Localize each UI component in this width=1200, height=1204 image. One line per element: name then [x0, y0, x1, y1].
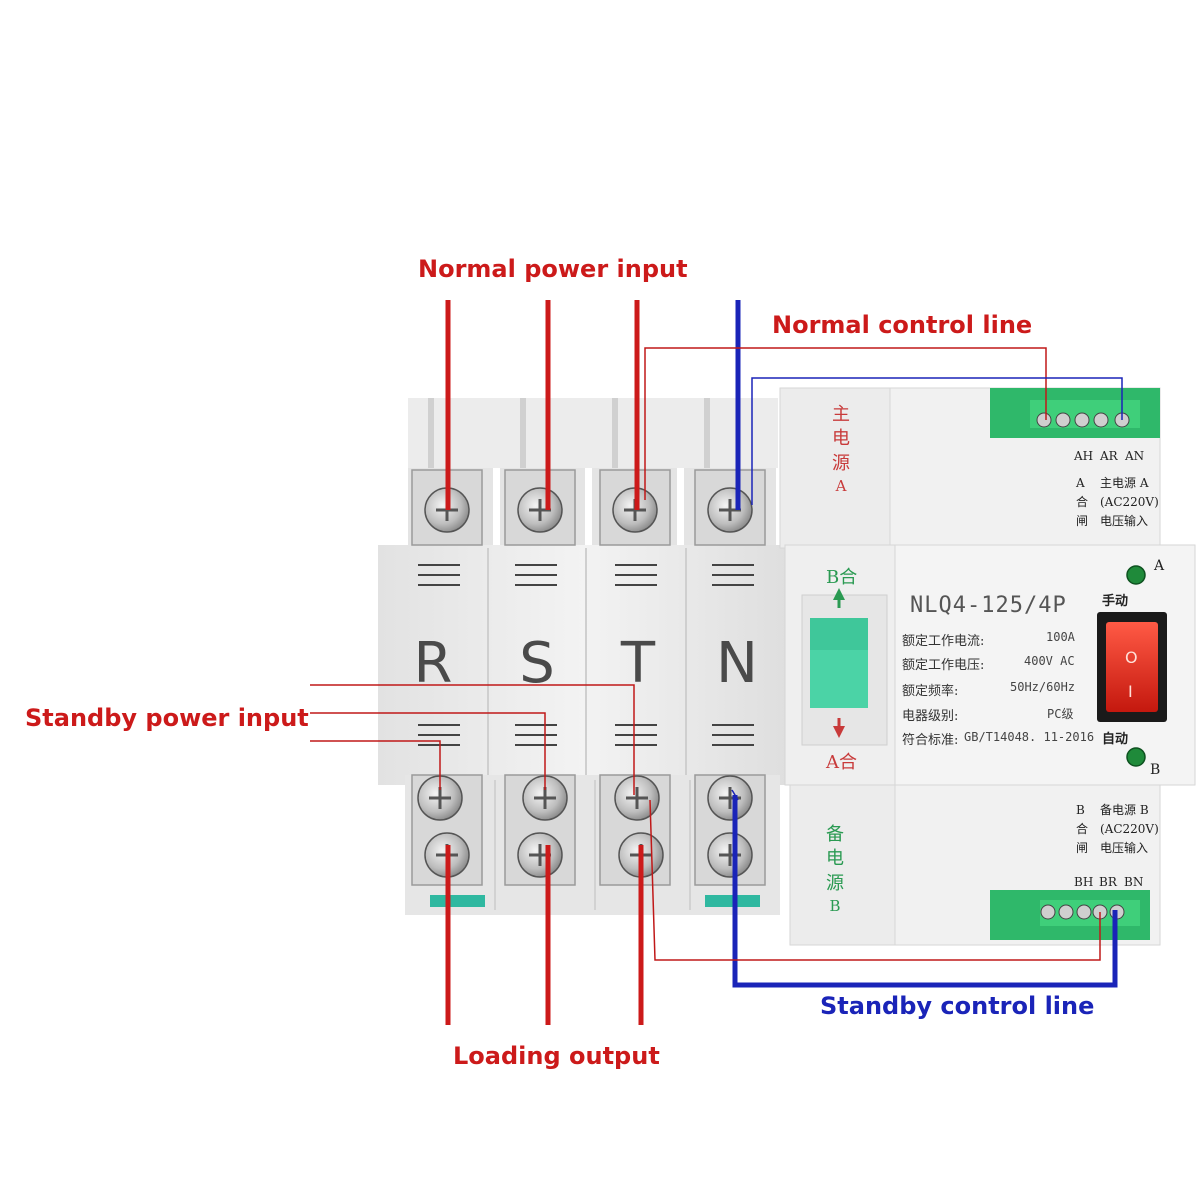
manual-label: 手动 [1102, 594, 1129, 609]
top-terminal-line-0: 主电源 A [1100, 476, 1149, 490]
terminal-pin-bn: BN [1124, 875, 1144, 889]
terminal-screw [1040, 904, 1056, 920]
spec-value-3: PC级 [1047, 707, 1074, 721]
control-terminal-top [990, 388, 1160, 438]
pole-letter-r: R [413, 631, 453, 696]
terminal-screw [1093, 412, 1109, 428]
spec-label-3: 电器级别: [902, 709, 959, 724]
spec-value-0: 100A [1046, 630, 1075, 644]
wiring [310, 300, 1123, 1025]
vent-slots [418, 564, 754, 746]
terminal-pin-ah: AH [1074, 449, 1094, 463]
spec-label-1: 额定工作电压: [902, 658, 985, 673]
spec-value-1: 400V AC [1024, 654, 1075, 668]
auto-label: 自动 [1102, 732, 1129, 747]
switch-label-a: A合 [826, 752, 857, 773]
spec-value-4: GB/T14048. 11-2016 [964, 730, 1095, 744]
led-b [1126, 747, 1146, 767]
spec-label-0: 额定工作电流: [902, 634, 985, 649]
top-terminal-line-2: 电压输入 [1100, 514, 1149, 528]
bottom-side-char-2: 闸 [1076, 841, 1089, 855]
terminal-pin-br: BR [1099, 875, 1117, 889]
pole-letter-n: N [716, 631, 758, 696]
top-side-char-0: A [1076, 476, 1085, 490]
transfer-switch[interactable] [801, 594, 888, 746]
arrow-down-icon [833, 726, 845, 738]
terminal-screw [1074, 412, 1090, 428]
knob-i-symbol: I [1128, 682, 1133, 701]
manual-auto-switch[interactable] [1097, 612, 1167, 722]
terminal-screw [1076, 904, 1092, 920]
model-number: NLQ4-125/4P [910, 593, 1067, 618]
main-source-label: 主 电 源 A [832, 404, 850, 495]
top-terminal-line-1: (AC220V) [1100, 495, 1159, 509]
terminal-screw [1055, 412, 1071, 428]
normal-control-line-label: Normal control line [772, 311, 1033, 339]
terminal-pin-an: AN [1125, 449, 1145, 463]
pole-letter-s: S [519, 631, 555, 696]
led-a-label: A [1154, 558, 1165, 574]
led-b-label: B [1150, 762, 1161, 778]
bottom-side-char-1: 合 [1076, 822, 1089, 836]
knob-o-symbol: O [1125, 648, 1138, 667]
top-side-char-1: 合 [1076, 495, 1089, 509]
bottom-terminal-line-2: 电压输入 [1100, 841, 1149, 855]
arrow-up-icon [833, 588, 845, 600]
pole-letter-t: T [620, 631, 656, 696]
top-side-char-2: 闸 [1076, 514, 1089, 528]
bottom-terminal-line-0: 备电源 B [1100, 803, 1149, 817]
terminal-pin-ar: AR [1100, 449, 1118, 463]
bottom-terminal-line-1: (AC220V) [1100, 822, 1159, 836]
led-a [1126, 565, 1146, 585]
switch-label-b: B合 [826, 567, 858, 588]
terminal-pin-bh: BH [1074, 875, 1094, 889]
spec-label-2: 额定频率: [902, 684, 959, 699]
standby-power-input-label: Standby power input [25, 704, 309, 732]
spec-label-4: 符合标准: [902, 733, 959, 748]
standby-control-line-label: Standby control line [820, 992, 1095, 1020]
terminal-screw [1036, 412, 1052, 428]
normal-power-input-label: Normal power input [418, 255, 688, 283]
terminal-screw [1058, 904, 1074, 920]
spec-value-2: 50Hz/60Hz [1010, 680, 1076, 694]
loading-output-label: Loading output [453, 1042, 660, 1070]
bottom-side-char-0: B [1076, 803, 1085, 817]
standby-source-label: 备 电 源 B [826, 824, 844, 915]
